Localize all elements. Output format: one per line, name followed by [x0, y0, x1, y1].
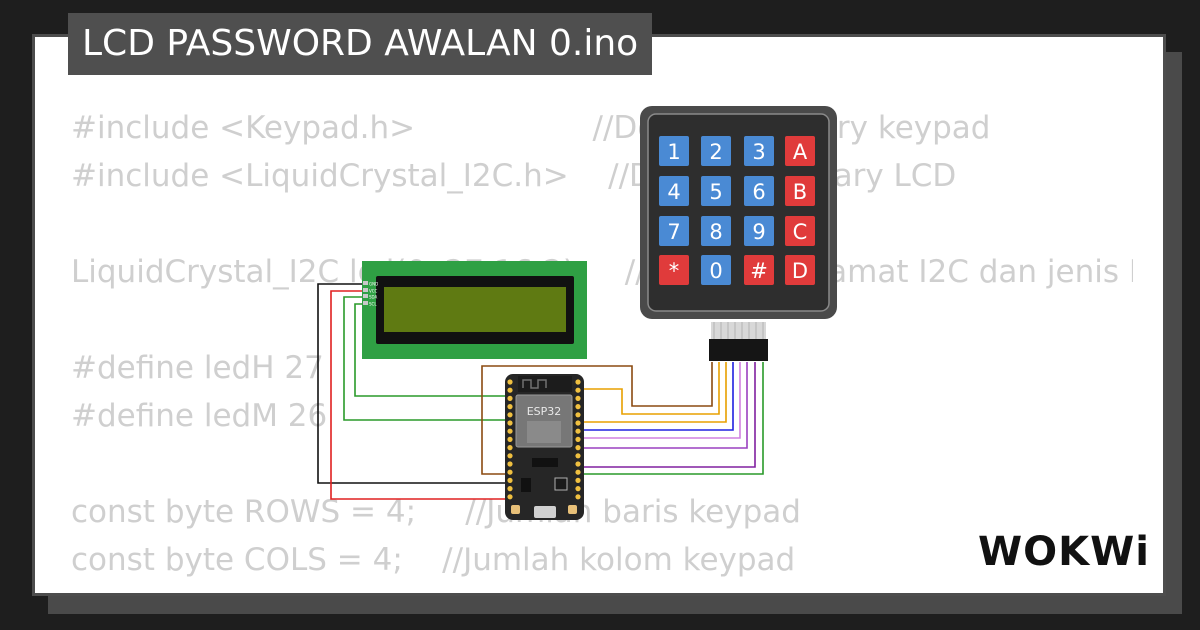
- code-line: #define ledM 26: [71, 398, 328, 434]
- esp32-pin: [575, 436, 581, 442]
- lcd-pin-label: GND: [369, 282, 378, 287]
- keypad-key-label: A: [793, 140, 808, 164]
- wire-keypad-3: [578, 362, 727, 423]
- wokwi-logo: WOKWi: [978, 529, 1148, 575]
- keypad-key: [744, 176, 774, 206]
- code-line: #define ledH 27: [71, 350, 324, 386]
- esp32-pin: [575, 379, 581, 385]
- wire-keypad-7: [578, 362, 756, 468]
- keypad-key: [785, 176, 815, 206]
- keypad-key-label: B: [793, 180, 807, 204]
- esp32-pin: [507, 461, 513, 467]
- esp32-label: ESP32: [527, 405, 562, 418]
- wire-keypad-4: [578, 362, 734, 431]
- esp32-pin: [507, 436, 513, 442]
- project-title: LCD PASSWORD AWALAN 0.ino: [68, 13, 653, 75]
- keypad-key: [744, 136, 774, 166]
- keypad-key-label: 3: [752, 140, 765, 164]
- wire-keypad-6: [578, 362, 748, 449]
- wire-keypad-5: [578, 362, 741, 439]
- keypad-key: [659, 136, 689, 166]
- keypad-key: [785, 216, 815, 246]
- esp32-pin: [575, 469, 581, 475]
- code-line: const byte COLS = 4; //Jumlah kolom keyp…: [71, 542, 796, 578]
- keypad-key-label: C: [793, 220, 808, 244]
- esp32-pin: [507, 379, 513, 385]
- keypad-key: [701, 176, 731, 206]
- keypad-key-label: 2: [709, 140, 722, 164]
- keypad-key-label: D: [792, 259, 808, 283]
- preview-panel: #include <Keypad.h> //Deklarasi library …: [32, 34, 1166, 596]
- keypad-key: [659, 176, 689, 206]
- lcd-pin-label: SDA: [369, 295, 378, 300]
- keypad-key: [744, 255, 774, 285]
- keypad-key-label: 4: [667, 180, 680, 204]
- keypad-key-label: 6: [752, 180, 765, 204]
- esp32-pin: [507, 428, 513, 434]
- keypad-4x4: 1 2 3 A 4 5 6 B 7 8 9 C * 0 # D: [640, 106, 837, 361]
- keypad-key: [659, 255, 689, 285]
- keypad-key: [785, 136, 815, 166]
- esp32-pin: [575, 420, 581, 426]
- keypad-key: [659, 216, 689, 246]
- keypad-key-label: 7: [667, 220, 680, 244]
- esp32-pin: [507, 494, 513, 500]
- keypad-key: [701, 136, 731, 166]
- esp32-pin: [575, 428, 581, 434]
- esp32-pin: [575, 395, 581, 401]
- lcd-pin-label: VCC: [369, 289, 378, 294]
- esp32-pin: [575, 477, 581, 483]
- esp32-pin: [507, 395, 513, 401]
- wokwi-logo-text: WOKWi: [978, 529, 1148, 575]
- wire-gnd: [317, 283, 510, 484]
- code-preview: #include <Keypad.h> //Deklarasi library …: [71, 37, 1133, 593]
- esp32-pin: [507, 477, 513, 483]
- esp32-pin: [507, 404, 513, 410]
- esp32-pin: [575, 461, 581, 467]
- keypad-key-label: #: [750, 259, 768, 283]
- esp32-pin: [575, 486, 581, 492]
- keypad-key: [701, 255, 731, 285]
- wire-keypad-1: [481, 362, 713, 475]
- lcd-pin-header: [363, 281, 368, 305]
- esp32-pin: [507, 469, 513, 475]
- wire-keypad-8: [578, 362, 764, 475]
- keypad-key: [701, 216, 731, 246]
- wire-sda: [343, 296, 510, 421]
- wire-scl: [354, 303, 510, 397]
- keypad-key-label: 1: [667, 140, 680, 164]
- esp32-pin: [507, 445, 513, 451]
- esp32-pin: [575, 445, 581, 451]
- lcd-pin-label: SCL: [369, 302, 377, 307]
- wire-keypad-2: [578, 362, 720, 415]
- keypad-key-label: 9: [752, 220, 765, 244]
- keypad-key: [785, 255, 815, 285]
- keypad-key-label: 5: [709, 180, 722, 204]
- keypad-key-label: 0: [709, 259, 722, 283]
- esp32-pin: [575, 412, 581, 418]
- code-line: const byte ROWS = 4; //Jumlah baris keyp…: [71, 494, 801, 530]
- esp32-pin: [507, 412, 513, 418]
- esp32-pin: [507, 453, 513, 459]
- esp32-pin: [507, 486, 513, 492]
- esp32-pin: [575, 387, 581, 393]
- keypad-key-label: 8: [709, 220, 722, 244]
- esp32-pin: [507, 420, 513, 426]
- esp32-pin: [507, 387, 513, 393]
- keypad-key: [744, 216, 774, 246]
- esp32-pin: [575, 494, 581, 500]
- esp32-pin: [575, 404, 581, 410]
- keypad-key-label: *: [669, 259, 680, 283]
- esp32-board: ESP32: [505, 374, 584, 520]
- esp32-pin: [575, 453, 581, 459]
